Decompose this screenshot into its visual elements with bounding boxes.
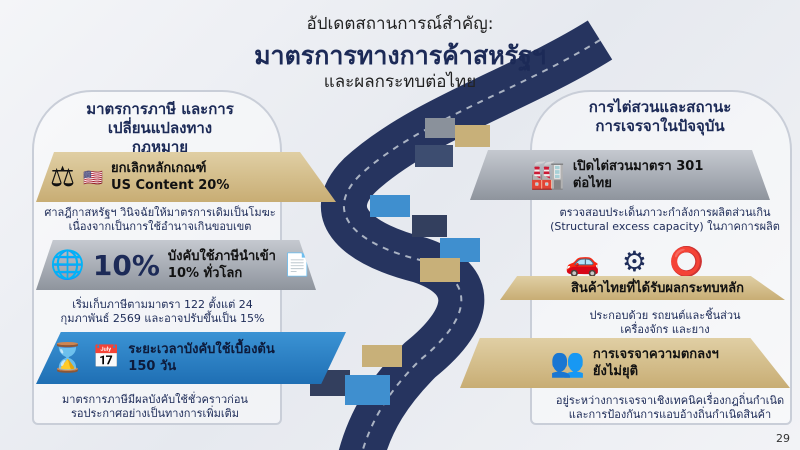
factory-icon: 🏭 — [530, 158, 565, 191]
left-item-3-desc: มาตรการภาษีมีผลบังคับใช้ชั่วคราวก่อน รอป… — [62, 393, 248, 420]
car-icon: 🚗 — [565, 245, 600, 278]
right-item-3-desc: อยู่ระหว่างการเจรจาเชิงเทคนิคเรื่องกฎถิ่… — [555, 394, 785, 421]
left-item-1-desc: ศาลฎีกาสหรัฐฯ วินิจฉัยให้มาตรการเดิมเป็น… — [44, 206, 276, 233]
container — [420, 258, 460, 282]
right-item-1-title: เปิดไต่สวนมาตรา 301 — [572, 159, 704, 174]
right-item-3-title: การเจรจาความตกลงฯ — [592, 347, 719, 362]
right-banner-2: สินค้าไทยที่ได้รับผลกระทบหลัก — [500, 276, 785, 300]
container — [345, 375, 390, 405]
left-banner-2: 🌐 10% บังคับใช้ภาษีนำเข้า 10% ทั่วโลก 📄 — [36, 240, 316, 290]
container — [425, 118, 455, 138]
container — [362, 345, 402, 367]
left-item-3-subtitle: 150 วัน — [128, 359, 177, 374]
right-item-1-subtitle: ต่อไทย — [572, 176, 612, 191]
tire-icon: ⭕ — [668, 245, 704, 278]
products-icons: 🚗 ⚙ ⭕ — [565, 245, 704, 278]
left-header: มาตรการภาษี และการเปลี่ยนแปลงทางกฎหมาย — [86, 100, 234, 156]
globe-icon: 🌐 — [50, 248, 85, 281]
us-flag-icon: 🇺🇸 — [83, 167, 104, 187]
left-item-2-title: บังคับใช้ภาษีนำเข้า — [167, 249, 276, 264]
ten-percent-graphic: 10% — [92, 248, 160, 282]
left-item-1-title: ยกเลิกหลักเกณฑ์ — [111, 161, 207, 176]
right-header: การไต่สวนและสถานะ การเจรจาในปัจจุบัน — [588, 98, 732, 135]
machine-icon: ⚙ — [621, 245, 647, 278]
left-banner-3: ⌛ 📅 ระยะเวลาบังคับใช้เบื้องต้น 150 วัน — [36, 332, 346, 384]
right-banner-3: 👥 การเจรจาความตกลงฯยังไม่ยุติ — [460, 338, 790, 388]
container — [370, 195, 410, 217]
page-number: 29 — [776, 432, 790, 445]
title-line-2: มาตรการทางการค้าสหรัฐฯ — [254, 41, 546, 70]
hourglass-icon: ⌛ — [50, 341, 85, 374]
right-item-2-title: สินค้าไทยที่ได้รับผลกระทบหลัก — [571, 280, 744, 296]
calendar-clock-icon: 📅 — [92, 345, 121, 370]
right-banner-1: 🏭 เปิดไต่สวนมาตรา 301 ต่อไทย — [470, 150, 770, 200]
left-item-2-subtitle: 10% ทั่วโลก — [167, 266, 243, 281]
right-item-3-subtitle: ยังไม่ยุติ — [592, 364, 639, 379]
container — [415, 145, 453, 167]
negotiation-meeting-icon: 👥 — [550, 346, 585, 379]
left-banner-1: ⚖ 🇺🇸 ยกเลิกหลักเกณฑ์ US Content 20% — [36, 152, 336, 202]
road-edge — [343, 39, 601, 450]
left-item-3-title: ระยะเวลาบังคับใช้เบื้องต้น — [128, 342, 275, 357]
left-item-2-desc: เริ่มเก็บภาษีตามมาตรา 122 ตั้งแต่ 24 กุม… — [60, 298, 265, 325]
title-line-1: อัปเดตสถานการณ์สำคัญ: — [306, 14, 494, 34]
container — [412, 215, 447, 237]
gavel-icon: ⚖ — [50, 160, 76, 193]
right-item-2-desc: ประกอบด้วย รถยนต์และชิ้นส่วน เครื่องจักร… — [589, 309, 741, 336]
title-line-3: และผลกระทบต่อไทย — [323, 72, 477, 92]
right-item-1-desc: ตรวจสอบประเด็นภาวะกำลังการผลิตส่วนเกิน (… — [550, 206, 780, 233]
document-percent-icon: 📄 — [283, 252, 312, 278]
left-item-1-subtitle: US Content 20% — [111, 178, 230, 193]
container — [455, 125, 490, 147]
